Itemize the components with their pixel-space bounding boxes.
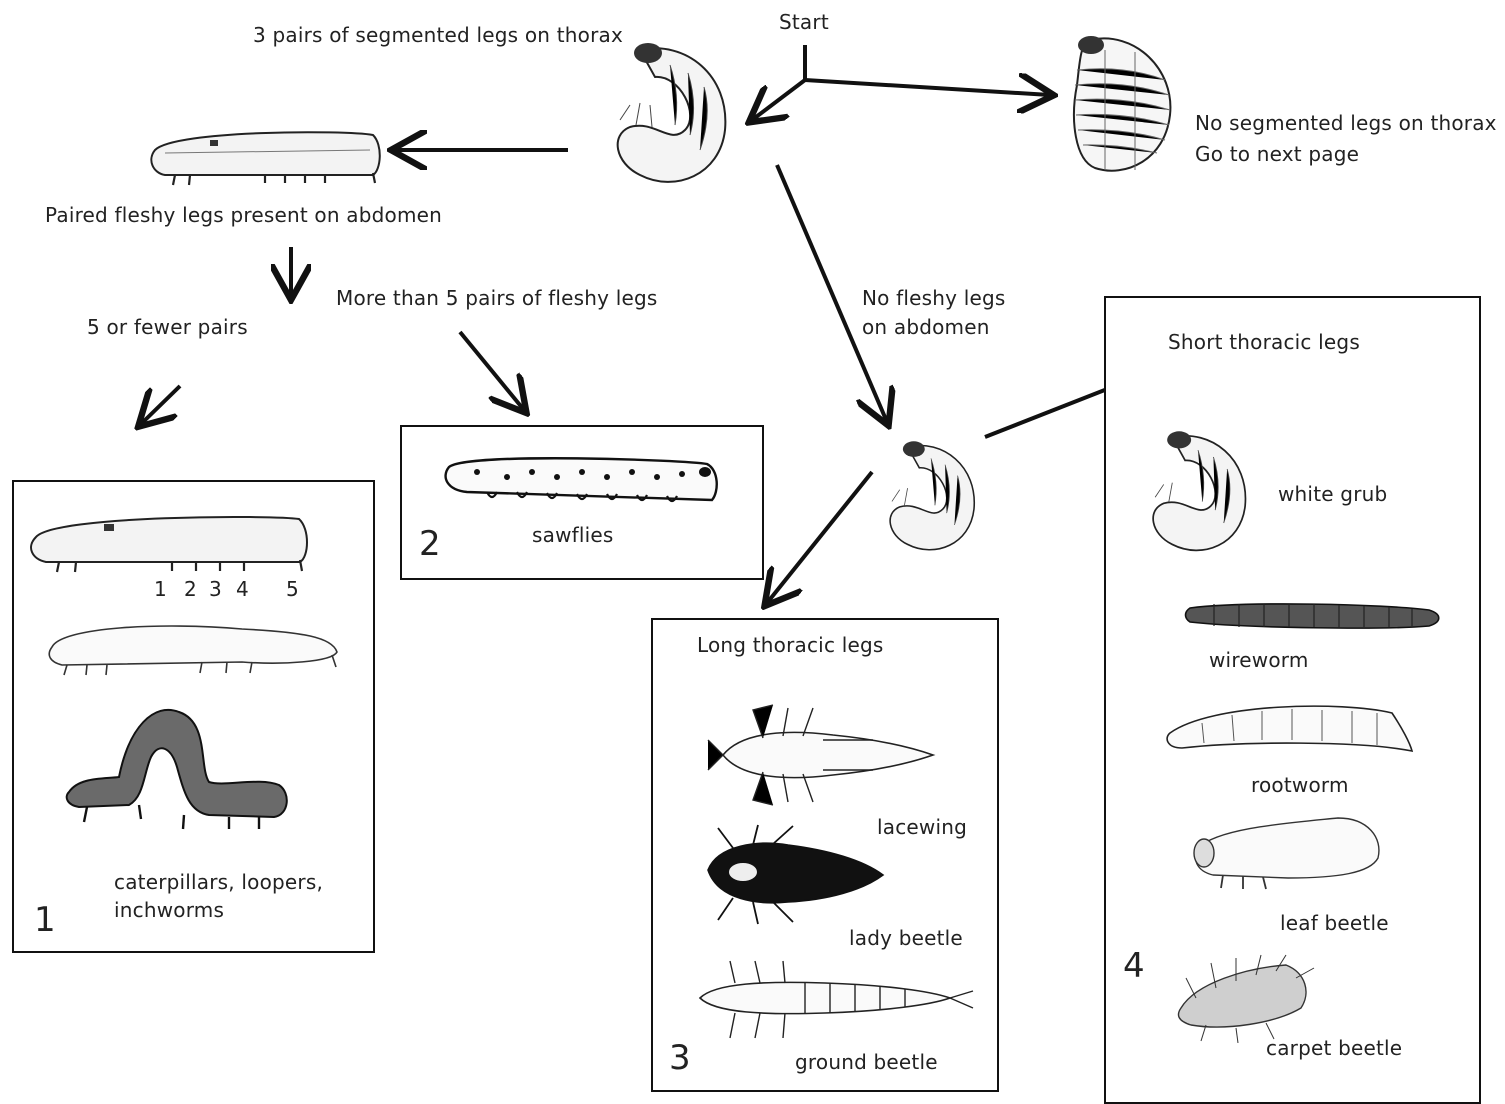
box-short-thoracic-legs: Short thoracic legs white grub wireworm … xyxy=(1104,296,1481,1104)
looper-illustration xyxy=(59,697,294,837)
grub-top-illustration xyxy=(600,35,740,195)
rootworm-illustration xyxy=(1162,693,1417,763)
no-segmented-legs-label: No segmented legs on thorax xyxy=(1195,108,1497,138)
box2-caption: sawflies xyxy=(532,520,614,550)
leg-number-5: 5 xyxy=(286,574,299,604)
leaf-beetle-larva-illustration xyxy=(1188,813,1388,903)
no-fleshy-legs-label: No fleshy legs xyxy=(862,283,1006,313)
box4-heading: Short thoracic legs xyxy=(1168,327,1360,357)
box2-number: 2 xyxy=(419,524,441,564)
paired-fleshy-legs-label: Paired fleshy legs present on abdomen xyxy=(45,200,442,230)
box3-heading: Long thoracic legs xyxy=(697,630,883,660)
more-than-five-label: More than 5 pairs of fleshy legs xyxy=(336,283,658,313)
arrow-to-box2 xyxy=(460,332,524,410)
on-abdomen-label: on abdomen xyxy=(862,312,990,342)
grub-no-legs-illustration xyxy=(1065,30,1180,180)
start-label: Start xyxy=(779,7,829,37)
box1-caption-line1: caterpillars, loopers, xyxy=(114,867,323,897)
leg-number-4: 4 xyxy=(236,574,249,604)
box3-number: 3 xyxy=(669,1038,691,1078)
box4-item-leaf-beetle: leaf beetle xyxy=(1280,908,1389,938)
leg-number-3: 3 xyxy=(209,574,222,604)
wireworm-illustration xyxy=(1184,596,1444,634)
box3-item-lady-beetle: lady beetle xyxy=(849,923,963,953)
box-sawflies: sawflies 2 xyxy=(400,425,764,580)
box4-item-carpet-beetle: carpet beetle xyxy=(1266,1033,1402,1063)
leg-number-1: 1 xyxy=(154,574,167,604)
box4-item-rootworm: rootworm xyxy=(1251,770,1349,800)
sawfly-larva-illustration xyxy=(437,442,722,512)
box4-item-wireworm: wireworm xyxy=(1209,645,1309,675)
box3-item-ground-beetle: ground beetle xyxy=(795,1047,938,1077)
carpet-beetle-larva-illustration xyxy=(1166,953,1316,1043)
box3-item-lacewing: lacewing xyxy=(877,812,967,842)
box4-number: 4 xyxy=(1123,946,1145,986)
grub-mid-illustration xyxy=(876,435,986,560)
caterpillar-top-illustration xyxy=(145,125,385,190)
box1-caption-line2: inchworms xyxy=(114,895,224,925)
arrow-to-box3 xyxy=(767,472,872,603)
arrow-to-box1 xyxy=(141,386,180,424)
cutworm-illustration xyxy=(42,607,342,682)
box-long-thoracic-legs: Long thoracic legs lacewing lady beetle … xyxy=(651,618,999,1092)
three-pairs-label: 3 pairs of segmented legs on thorax xyxy=(253,20,623,50)
arrow-to-no-legs xyxy=(805,80,1050,95)
ground-beetle-larva-illustration xyxy=(685,953,975,1048)
arrow-to-grub xyxy=(752,80,805,120)
lady-beetle-larva-illustration xyxy=(698,820,888,930)
leg-number-2: 2 xyxy=(184,574,197,604)
lacewing-larva-illustration xyxy=(703,700,943,810)
white-grub-illustration xyxy=(1138,423,1258,563)
box-caterpillars: 1 2 3 4 5 caterpillars, loopers, inchwor… xyxy=(12,480,375,953)
go-to-next-page-label: Go to next page xyxy=(1195,139,1359,169)
box1-number: 1 xyxy=(34,900,56,940)
five-or-fewer-label: 5 or fewer pairs xyxy=(87,312,248,342)
caterpillar-illustration xyxy=(24,507,309,577)
box4-item-white-grub: white grub xyxy=(1278,479,1387,509)
